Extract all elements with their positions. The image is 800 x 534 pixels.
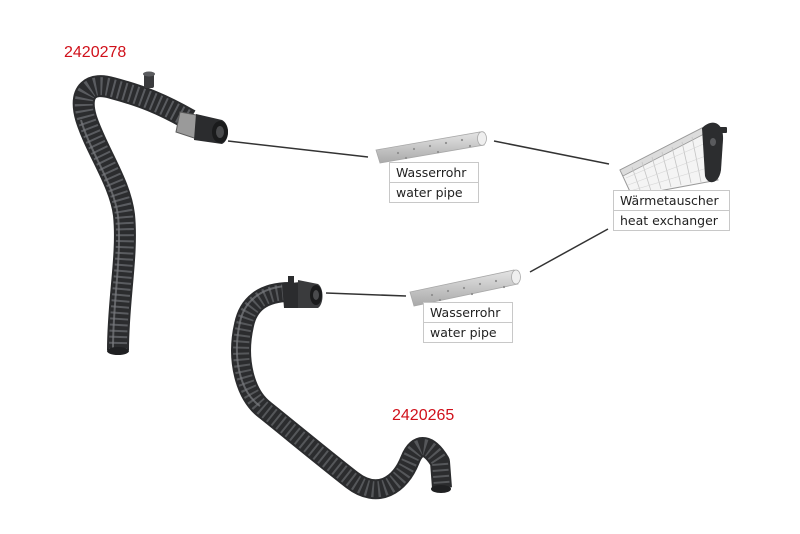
label-heat-exchanger-de: Wärmetauscher <box>620 193 719 208</box>
leader-line-hose2-to-pipe <box>325 292 407 297</box>
water-pipe-lower <box>409 269 521 307</box>
heat-exchanger <box>619 122 727 197</box>
leader-line-hose1-to-pipe <box>227 140 369 158</box>
label-water-pipe-lower: Wasserrohr water pipe <box>423 302 513 343</box>
hose-2420278 <box>72 71 228 355</box>
label-heat-exchanger-en: heat exchanger <box>614 210 729 230</box>
leader-line-pipe-to-exchanger <box>493 140 610 165</box>
leader-lines <box>227 140 610 297</box>
leader-line-exchanger-to-pipe <box>529 228 609 273</box>
hose-2420265 <box>231 276 452 500</box>
label-water-pipe-upper-de: Wasserrohr <box>396 165 467 180</box>
label-water-pipe-lower-en: water pipe <box>424 322 512 342</box>
part-number-2420265: 2420265 <box>392 407 455 424</box>
part-number-2420278: 2420278 <box>64 44 127 61</box>
label-water-pipe-upper-en: water pipe <box>390 182 478 202</box>
label-water-pipe-upper: Wasserrohr water pipe <box>389 162 479 203</box>
label-water-pipe-lower-de: Wasserrohr <box>430 305 501 320</box>
label-heat-exchanger: Wärmetauscher heat exchanger <box>613 190 730 231</box>
water-pipe-upper <box>375 131 487 164</box>
